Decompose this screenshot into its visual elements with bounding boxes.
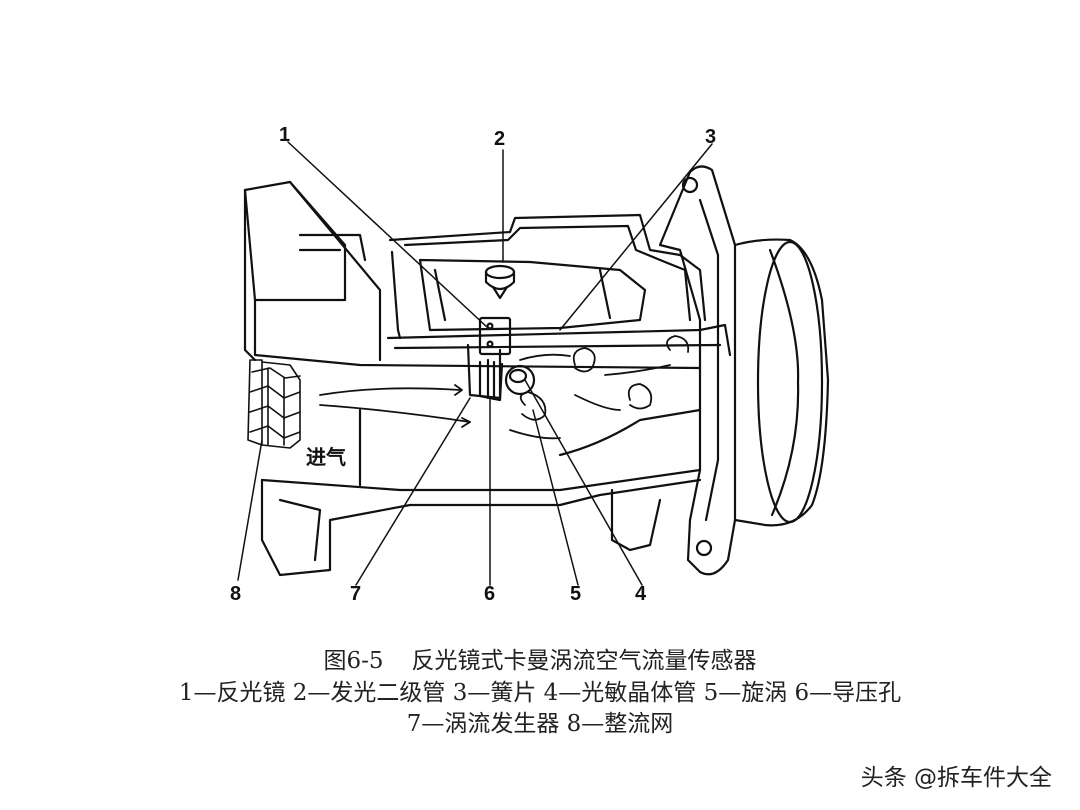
- airflow-arrows: [319, 353, 671, 440]
- callout-8-rectifier-mesh: 8: [230, 583, 242, 605]
- callout-7-vortex-generator: 7: [350, 583, 362, 605]
- callout-6-pressure-hole: 6: [484, 583, 496, 605]
- figure-number: 图6-5: [323, 648, 384, 674]
- callout-2-led: 2: [494, 128, 506, 150]
- main-body: [243, 180, 702, 577]
- figure-title: 图6-5 反光镜式卡曼涡流空气流量传感器: [0, 650, 1080, 673]
- rectifier-mesh: [247, 359, 301, 449]
- intake-label: 进气: [306, 445, 346, 469]
- legend-line-1: 1—反光镜 2—发光二级管 3—簧片 4—光敏晶体管 5—旋涡 6—导压孔: [178, 680, 902, 706]
- outlet-flange: [733, 238, 830, 527]
- legend-line-2: 7—涡流发生器 8—整流网: [406, 711, 674, 737]
- vortex-swirls: [519, 335, 690, 421]
- top-cover: [386, 213, 732, 357]
- watermark: 头条 @拆车件大全: [860, 765, 1052, 791]
- phototransistor: [504, 364, 536, 396]
- callout-5-vortex: 5: [570, 583, 582, 605]
- led-emitter: [484, 264, 516, 300]
- figure-title-text: 反光镜式卡曼涡流空气流量传感器: [411, 648, 757, 674]
- sensor-cutaway-diagram: [237, 141, 830, 586]
- leader-lines: [237, 141, 713, 586]
- callout-3-reed: 3: [705, 126, 717, 148]
- callout-4-phototransistor: 4: [635, 583, 647, 605]
- callout-1-mirror: 1: [279, 124, 291, 146]
- right-mounting-plate: [658, 165, 737, 576]
